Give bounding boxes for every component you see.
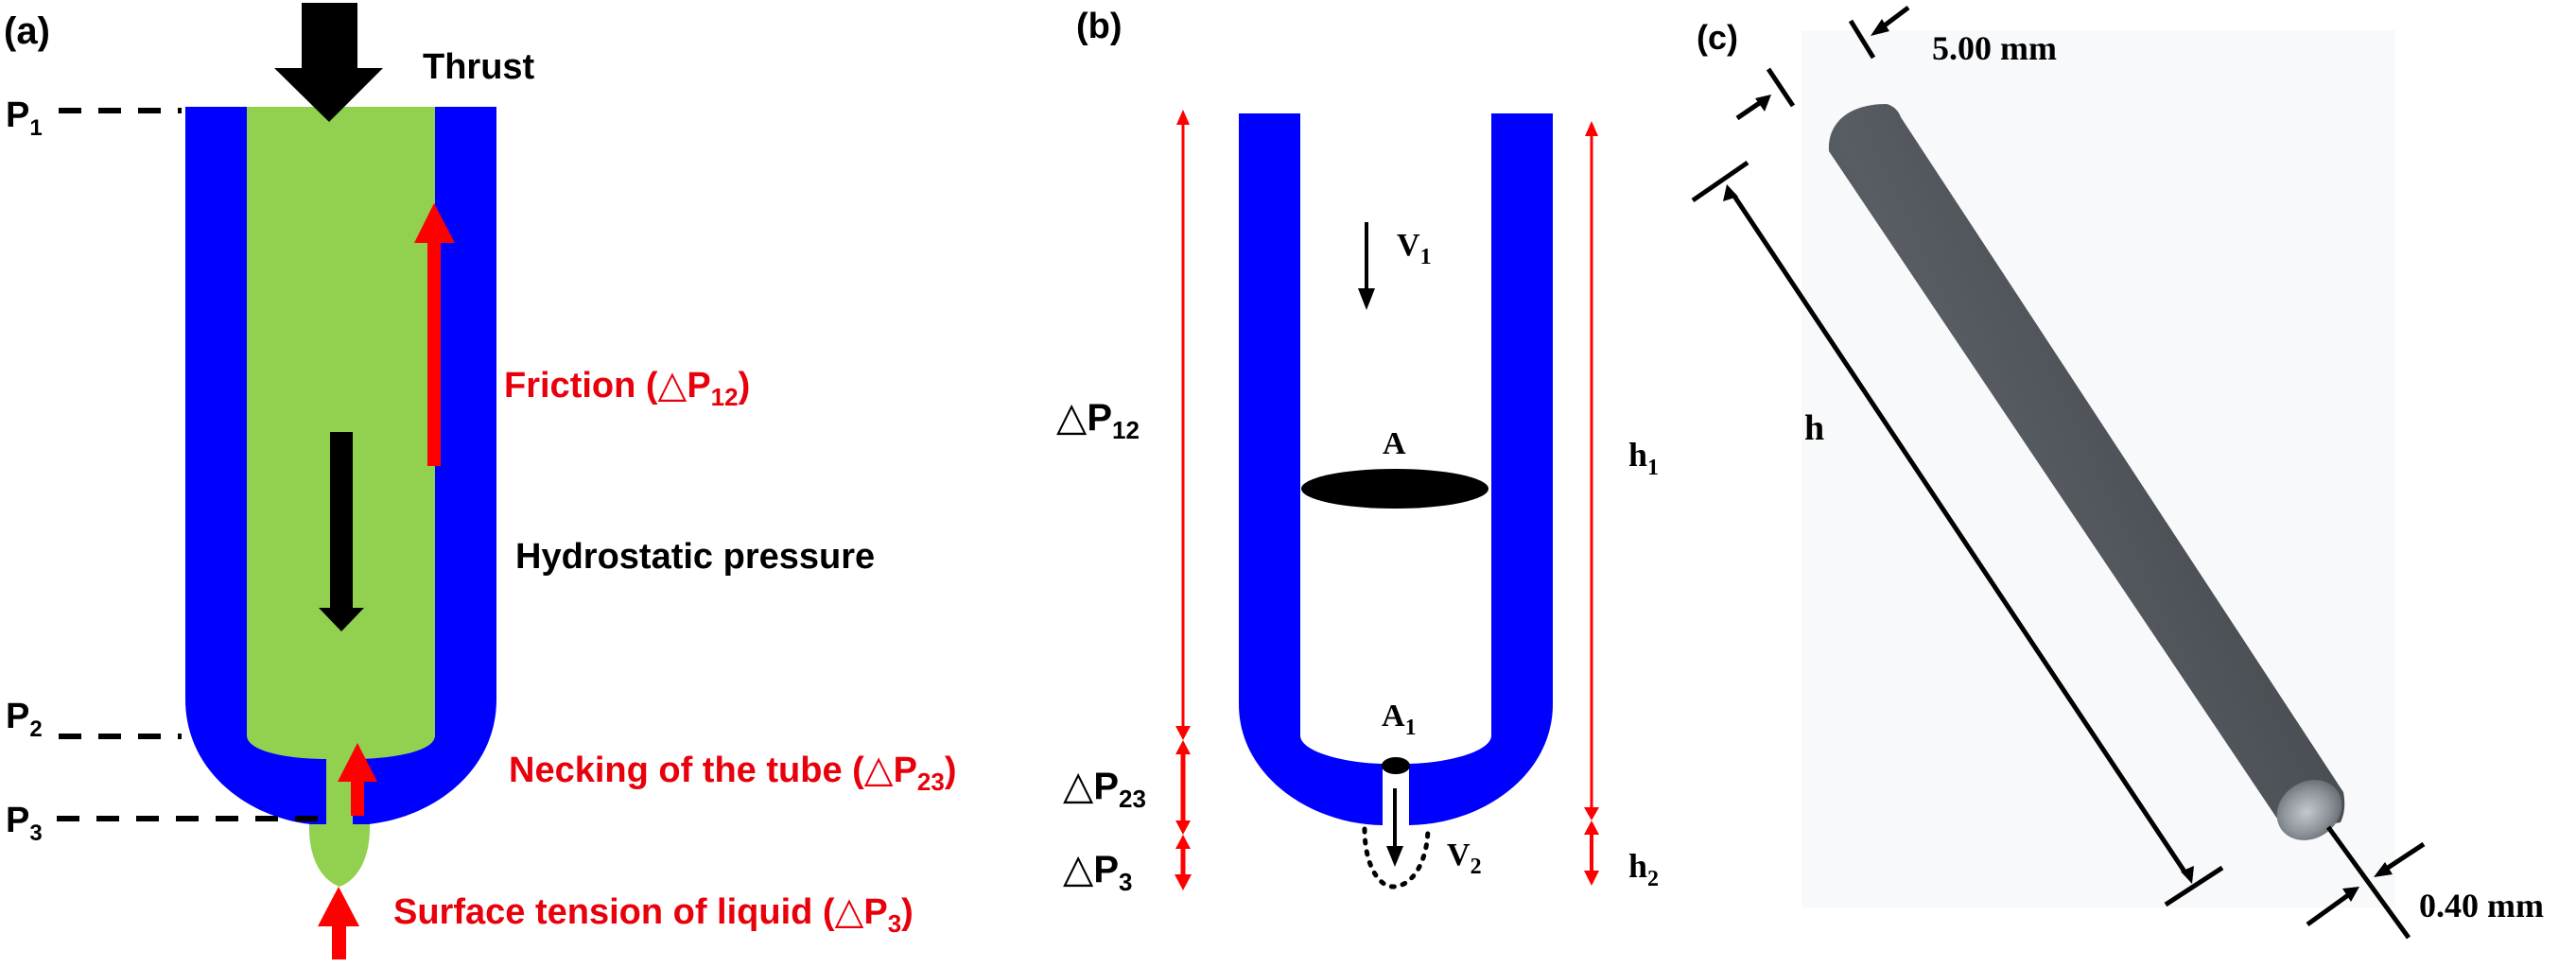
- panel-b-tag: (b): [1076, 7, 1123, 46]
- tip-diameter-label: 0.40 mm: [2419, 887, 2544, 924]
- svg-text:P3: P3: [6, 801, 43, 846]
- necking-arrow: [338, 743, 377, 816]
- pressure-dimension: [1175, 110, 1192, 890]
- panel-c-tag: (c): [1697, 18, 1738, 57]
- label-v1: V: [1397, 228, 1420, 263]
- panel-a: (a) Thrust P1 P2 P3 Friction (△P12) Hydr…: [4, 3, 957, 959]
- p1-marker: P1: [6, 95, 182, 141]
- necking-label: Necking of the tube (△P23): [509, 748, 957, 796]
- hydrostatic-arrow: [319, 432, 364, 631]
- label-h2: h: [1628, 847, 1647, 885]
- svg-text:h2: h2: [1628, 847, 1659, 891]
- length-label: h: [1804, 408, 1824, 448]
- dp23-label: △P23: [1063, 762, 1146, 813]
- needle-rod: [1828, 104, 2345, 832]
- dp3-label: △P3: [1063, 845, 1132, 896]
- label-a: A: [1383, 426, 1406, 461]
- needle-tip: [2276, 780, 2342, 840]
- thrust-label: Thrust: [423, 47, 535, 87]
- label-h1: h: [1628, 436, 1647, 474]
- v2-arrow: [1386, 788, 1403, 867]
- label-a1: A: [1382, 699, 1405, 734]
- svg-text:V2: V2: [1447, 837, 1482, 879]
- svg-text:h1: h1: [1628, 436, 1659, 480]
- panel-c: (c) 5.00 mm h: [1691, 6, 2544, 940]
- svg-text:P2: P2: [6, 697, 43, 742]
- p1-sub: 1: [29, 115, 42, 141]
- p2-label: P: [6, 697, 29, 736]
- outer-diameter-dimension: [1735, 6, 1910, 121]
- cross-section-a1: [1382, 757, 1410, 774]
- svg-text:P1: P1: [6, 95, 43, 141]
- p3-label: P: [6, 801, 29, 840]
- friction-arrow: [414, 203, 455, 466]
- u-tube: [1239, 113, 1553, 825]
- thrust-arrow: [274, 3, 383, 122]
- height-dimension: [1584, 121, 1599, 886]
- length-dimension: [1691, 160, 2224, 907]
- cross-section-a: [1301, 469, 1488, 509]
- p1-label: P: [6, 95, 29, 135]
- v1-arrow: [1358, 222, 1375, 310]
- panel-b: (b) A V1 A1 V2: [1056, 7, 1659, 896]
- dp12-label: △P12: [1056, 393, 1140, 444]
- panel-a-tag: (a): [4, 10, 50, 52]
- outer-diameter-label: 5.00 mm: [1932, 29, 2057, 67]
- droplet-outline: [1362, 826, 1431, 889]
- p3-sub: 3: [29, 820, 42, 846]
- friction-label: Friction (△P12): [504, 363, 750, 411]
- label-v2-sub: 2: [1471, 855, 1482, 879]
- label-v2: V: [1447, 837, 1471, 872]
- label-h1-sub: 1: [1647, 456, 1659, 480]
- p2-sub: 2: [29, 717, 42, 742]
- label-h2-sub: 2: [1647, 867, 1659, 891]
- liquid-drop: [308, 824, 371, 887]
- p3-marker: P3: [6, 801, 326, 846]
- hydrostatic-label: Hydrostatic pressure: [515, 537, 875, 577]
- surface-tension-arrow: [318, 887, 359, 959]
- tip-diameter-dimension: [2306, 825, 2426, 940]
- svg-text:A1: A1: [1382, 699, 1417, 740]
- label-a1-sub: 1: [1405, 716, 1417, 740]
- p2-marker: P2: [6, 697, 182, 742]
- surface-tension-label: Surface tension of liquid (△P3): [393, 889, 914, 938]
- svg-text:V1: V1: [1397, 228, 1432, 269]
- label-v1-sub: 1: [1420, 245, 1432, 269]
